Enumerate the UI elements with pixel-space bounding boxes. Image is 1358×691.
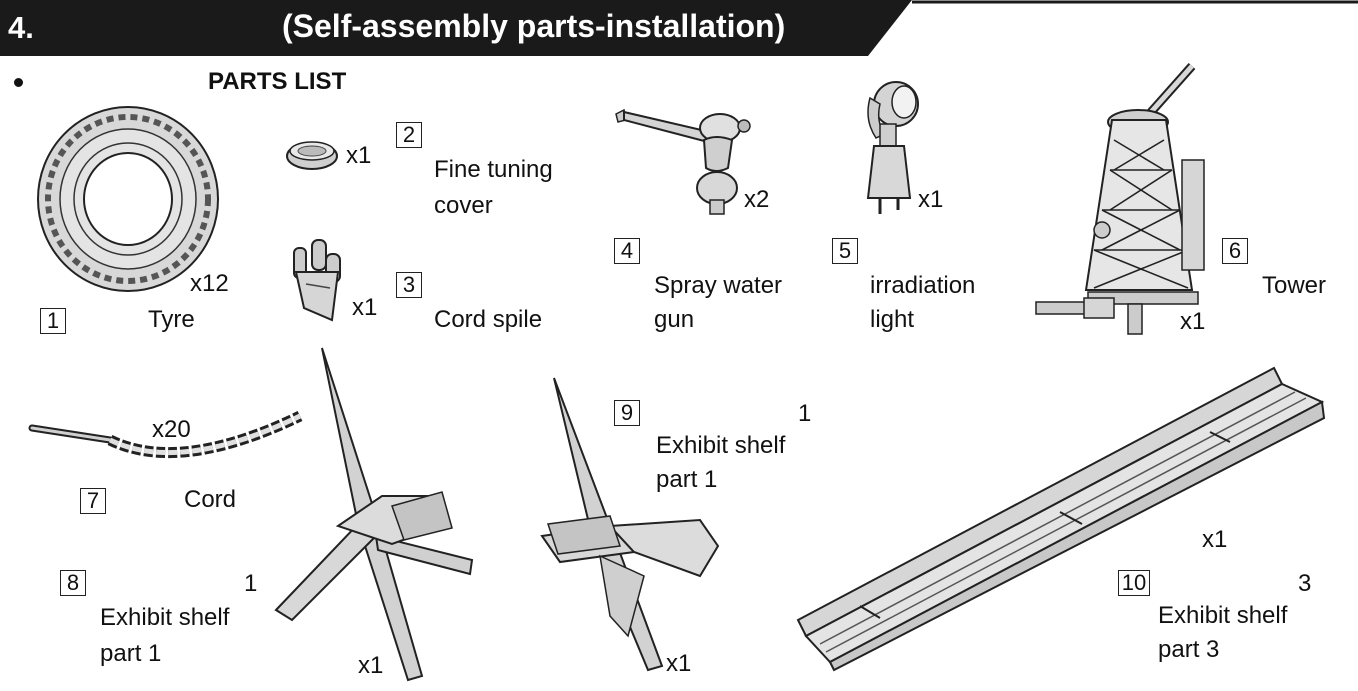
part-4-name-line1: Spray water bbox=[654, 272, 783, 299]
part-10-name-line1: Exhibit shelf bbox=[1158, 602, 1288, 629]
part-9-name-line1: Exhibit shelf bbox=[656, 432, 786, 459]
bullet-icon bbox=[14, 78, 23, 87]
page-title: (Self-assembly parts-installation) bbox=[282, 8, 786, 44]
part-6-qty: x1 bbox=[1180, 308, 1206, 335]
exhibit-shelf-part-1-icon bbox=[540, 377, 720, 672]
part-1-qty: x12 bbox=[190, 270, 229, 297]
part-8-number: 8 bbox=[60, 570, 86, 596]
part-4-qty: x2 bbox=[744, 186, 770, 213]
part-4-number: 4 bbox=[614, 238, 640, 264]
part-8-sub: 1 bbox=[244, 570, 258, 597]
header-background bbox=[0, 0, 1358, 56]
exhibit-shelf-part-3-icon bbox=[796, 366, 1326, 672]
part-10-qty: x1 bbox=[1202, 526, 1228, 553]
part-7-qty: x20 bbox=[152, 416, 191, 443]
fine-tuning-cover-icon bbox=[286, 141, 338, 170]
part-10-number: 10 bbox=[1118, 570, 1150, 596]
part-2-qty: x1 bbox=[346, 142, 372, 169]
part-5-qty: x1 bbox=[918, 186, 944, 213]
part-10-name-line2: part 3 bbox=[1158, 636, 1220, 663]
part-9-sub: 1 bbox=[798, 400, 812, 427]
part-3-number: 3 bbox=[396, 272, 422, 298]
part-8-name-line1: Exhibit shelf bbox=[100, 604, 230, 631]
part-3-name: Cord spile bbox=[434, 306, 543, 333]
part-6-number: 6 bbox=[1222, 238, 1248, 264]
irradiation-light-icon bbox=[866, 81, 919, 214]
part-6-name: Tower bbox=[1262, 272, 1327, 299]
cord-chain-icon bbox=[28, 411, 303, 458]
part-7-name: Cord bbox=[184, 486, 237, 513]
part-5-name-line2: light bbox=[870, 306, 915, 333]
part-2-name-line2: cover bbox=[434, 192, 493, 219]
part-3-qty: x1 bbox=[352, 294, 378, 321]
part-2-number: 2 bbox=[396, 122, 422, 148]
part-4-name-line2: gun bbox=[654, 306, 695, 333]
part-2-name-line1: Fine tuning bbox=[434, 156, 553, 183]
step-number: 4. bbox=[8, 10, 34, 45]
tower-icon bbox=[1035, 63, 1205, 335]
part-9-qty: x1 bbox=[666, 650, 692, 677]
part-5-name-line1: irradiation bbox=[870, 272, 976, 299]
part-8-qty: x1 bbox=[358, 652, 384, 679]
part-9-name-line2: part 1 bbox=[656, 466, 718, 493]
part-1-number: 1 bbox=[40, 308, 66, 334]
spray-water-gun-icon bbox=[615, 108, 751, 215]
parts-list-heading: PARTS LIST bbox=[208, 68, 347, 95]
part-7-number: 7 bbox=[80, 488, 106, 514]
header-banner: 4. (Self-assembly parts-installation) bbox=[0, 0, 1358, 56]
part-5-number: 5 bbox=[832, 238, 858, 264]
cord-spile-icon bbox=[293, 239, 341, 322]
part-8-name-line2: part 1 bbox=[100, 640, 162, 667]
exhibit-shelf-part-1-icon bbox=[274, 347, 474, 682]
part-10-sub: 3 bbox=[1298, 570, 1312, 597]
part-1-name: Tyre bbox=[148, 306, 195, 333]
tyre-icon bbox=[37, 106, 219, 292]
part-9-number: 9 bbox=[614, 400, 640, 426]
